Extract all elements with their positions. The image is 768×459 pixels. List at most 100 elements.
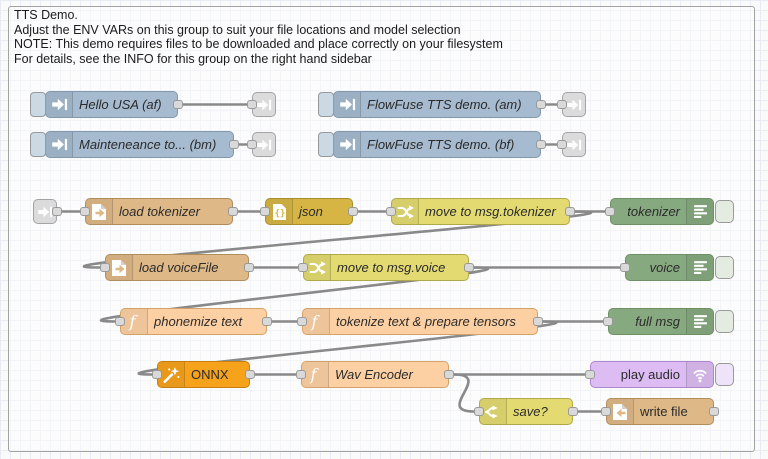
- input-port[interactable]: [260, 207, 270, 216]
- comment-line: TTS Demo.: [14, 8, 78, 22]
- node-onnx[interactable]: ONNX: [152, 361, 255, 388]
- node-body[interactable]: move to msg.tokenizer: [391, 198, 570, 225]
- output-port[interactable]: [245, 370, 255, 379]
- output-port[interactable]: [536, 140, 546, 149]
- inject-button[interactable]: [30, 92, 46, 117]
- inject-button[interactable]: [318, 132, 334, 157]
- input-port[interactable]: [296, 370, 306, 379]
- input-port[interactable]: [80, 207, 90, 216]
- node-body[interactable]: {}json: [265, 198, 353, 225]
- node-body[interactable]: FlowFuse TTS demo. (am): [333, 91, 541, 118]
- wire[interactable]: [452, 373, 476, 413]
- debug-toggle-button[interactable]: [715, 363, 734, 386]
- output-port[interactable]: [52, 207, 62, 216]
- node-inject-bm[interactable]: Mainteneance to... (bm): [30, 131, 239, 158]
- debug-toggle-button[interactable]: [715, 256, 734, 279]
- node-label: Hello USA (af): [79, 97, 162, 112]
- node-load-tokenizer[interactable]: load tokenizer: [80, 198, 238, 225]
- node-body[interactable]: f tokenize text & prepare tensors: [302, 308, 538, 335]
- node-inject-am[interactable]: FlowFuse TTS demo. (am): [318, 91, 546, 118]
- input-port[interactable]: [386, 207, 396, 216]
- output-port[interactable]: [262, 317, 272, 326]
- node-body[interactable]: play audio: [590, 361, 714, 388]
- input-port[interactable]: [605, 207, 615, 216]
- input-port[interactable]: [298, 263, 308, 272]
- output-port[interactable]: [565, 207, 575, 216]
- output-port[interactable]: [709, 407, 719, 416]
- input-port[interactable]: [603, 317, 613, 326]
- node-debug-tokenizer[interactable]: tokenizer: [605, 198, 734, 225]
- node-change-voice[interactable]: move to msg.voice: [298, 254, 474, 281]
- input-port[interactable]: [152, 370, 162, 379]
- node-body[interactable]: move to msg.voice: [303, 254, 469, 281]
- input-port[interactable]: [474, 407, 484, 416]
- debug-toggle-button[interactable]: [715, 200, 734, 223]
- node-link-in-1[interactable]: [33, 199, 62, 224]
- node-body[interactable]: full msg: [608, 308, 714, 335]
- output-port[interactable]: [229, 140, 239, 149]
- node-play-audio[interactable]: play audio: [585, 361, 734, 388]
- node-body[interactable]: Mainteneance to... (bm): [45, 131, 234, 158]
- wire[interactable]: [82, 210, 593, 269]
- node-link-out-2[interactable]: [557, 92, 586, 117]
- node-tokenize[interactable]: f tokenize text & prepare tensors: [297, 308, 543, 335]
- input-port[interactable]: [100, 263, 110, 272]
- node-label: tokenize text & prepare tensors: [336, 314, 516, 329]
- wire[interactable]: [100, 266, 489, 323]
- node-debug-voice[interactable]: voice: [620, 254, 734, 281]
- node-inject-bf[interactable]: FlowFuse TTS demo. (bf): [318, 131, 546, 158]
- input-port[interactable]: [557, 140, 567, 149]
- node-link-out-3[interactable]: [247, 132, 276, 157]
- node-body[interactable]: [33, 199, 57, 224]
- output-port[interactable]: [244, 263, 254, 272]
- input-port[interactable]: [115, 317, 125, 326]
- inject-button[interactable]: [30, 132, 46, 157]
- node-load-voicefile[interactable]: load voiceFile: [100, 254, 254, 281]
- node-body[interactable]: load tokenizer: [85, 198, 233, 225]
- node-body[interactable]: FlowFuse TTS demo. (bf): [333, 131, 541, 158]
- input-port[interactable]: [247, 140, 257, 149]
- node-body[interactable]: ONNX: [157, 361, 250, 388]
- node-json[interactable]: {}json: [260, 198, 358, 225]
- node-save[interactable]: save?: [474, 398, 578, 425]
- debug-toggle-button[interactable]: [715, 310, 734, 333]
- json-doc-icon: {}: [272, 203, 287, 221]
- node-write-file[interactable]: write file: [601, 398, 719, 425]
- node-inject-hello[interactable]: Hello USA (af): [30, 91, 183, 118]
- node-body[interactable]: [562, 92, 586, 117]
- output-port[interactable]: [173, 100, 183, 109]
- input-port[interactable]: [247, 100, 257, 109]
- node-label: phonemize text: [154, 314, 243, 329]
- node-link-out-4[interactable]: [557, 132, 586, 157]
- node-body[interactable]: Hello USA (af): [45, 91, 178, 118]
- node-body[interactable]: load voiceFile: [105, 254, 249, 281]
- function-f-icon: f: [309, 312, 323, 331]
- node-label: load tokenizer: [119, 204, 200, 219]
- output-port[interactable]: [228, 207, 238, 216]
- input-port[interactable]: [585, 370, 595, 379]
- node-debug-fullmsg[interactable]: full msg: [603, 308, 734, 335]
- node-change-tokenizer[interactable]: move to msg.tokenizer: [386, 198, 575, 225]
- input-port[interactable]: [620, 263, 630, 272]
- inject-button[interactable]: [318, 92, 334, 117]
- input-port[interactable]: [297, 317, 307, 326]
- input-port[interactable]: [601, 407, 611, 416]
- output-port[interactable]: [464, 263, 474, 272]
- output-port[interactable]: [444, 370, 454, 379]
- output-port[interactable]: [536, 100, 546, 109]
- node-body[interactable]: voice: [625, 254, 714, 281]
- node-body[interactable]: save?: [479, 398, 573, 425]
- output-port[interactable]: [533, 317, 543, 326]
- output-port[interactable]: [348, 207, 358, 216]
- node-body[interactable]: write file: [606, 398, 714, 425]
- node-body[interactable]: tokenizer: [610, 198, 714, 225]
- wire[interactable]: [137, 320, 558, 376]
- input-port[interactable]: [557, 100, 567, 109]
- output-port[interactable]: [568, 407, 578, 416]
- node-link-out-1[interactable]: [247, 92, 276, 117]
